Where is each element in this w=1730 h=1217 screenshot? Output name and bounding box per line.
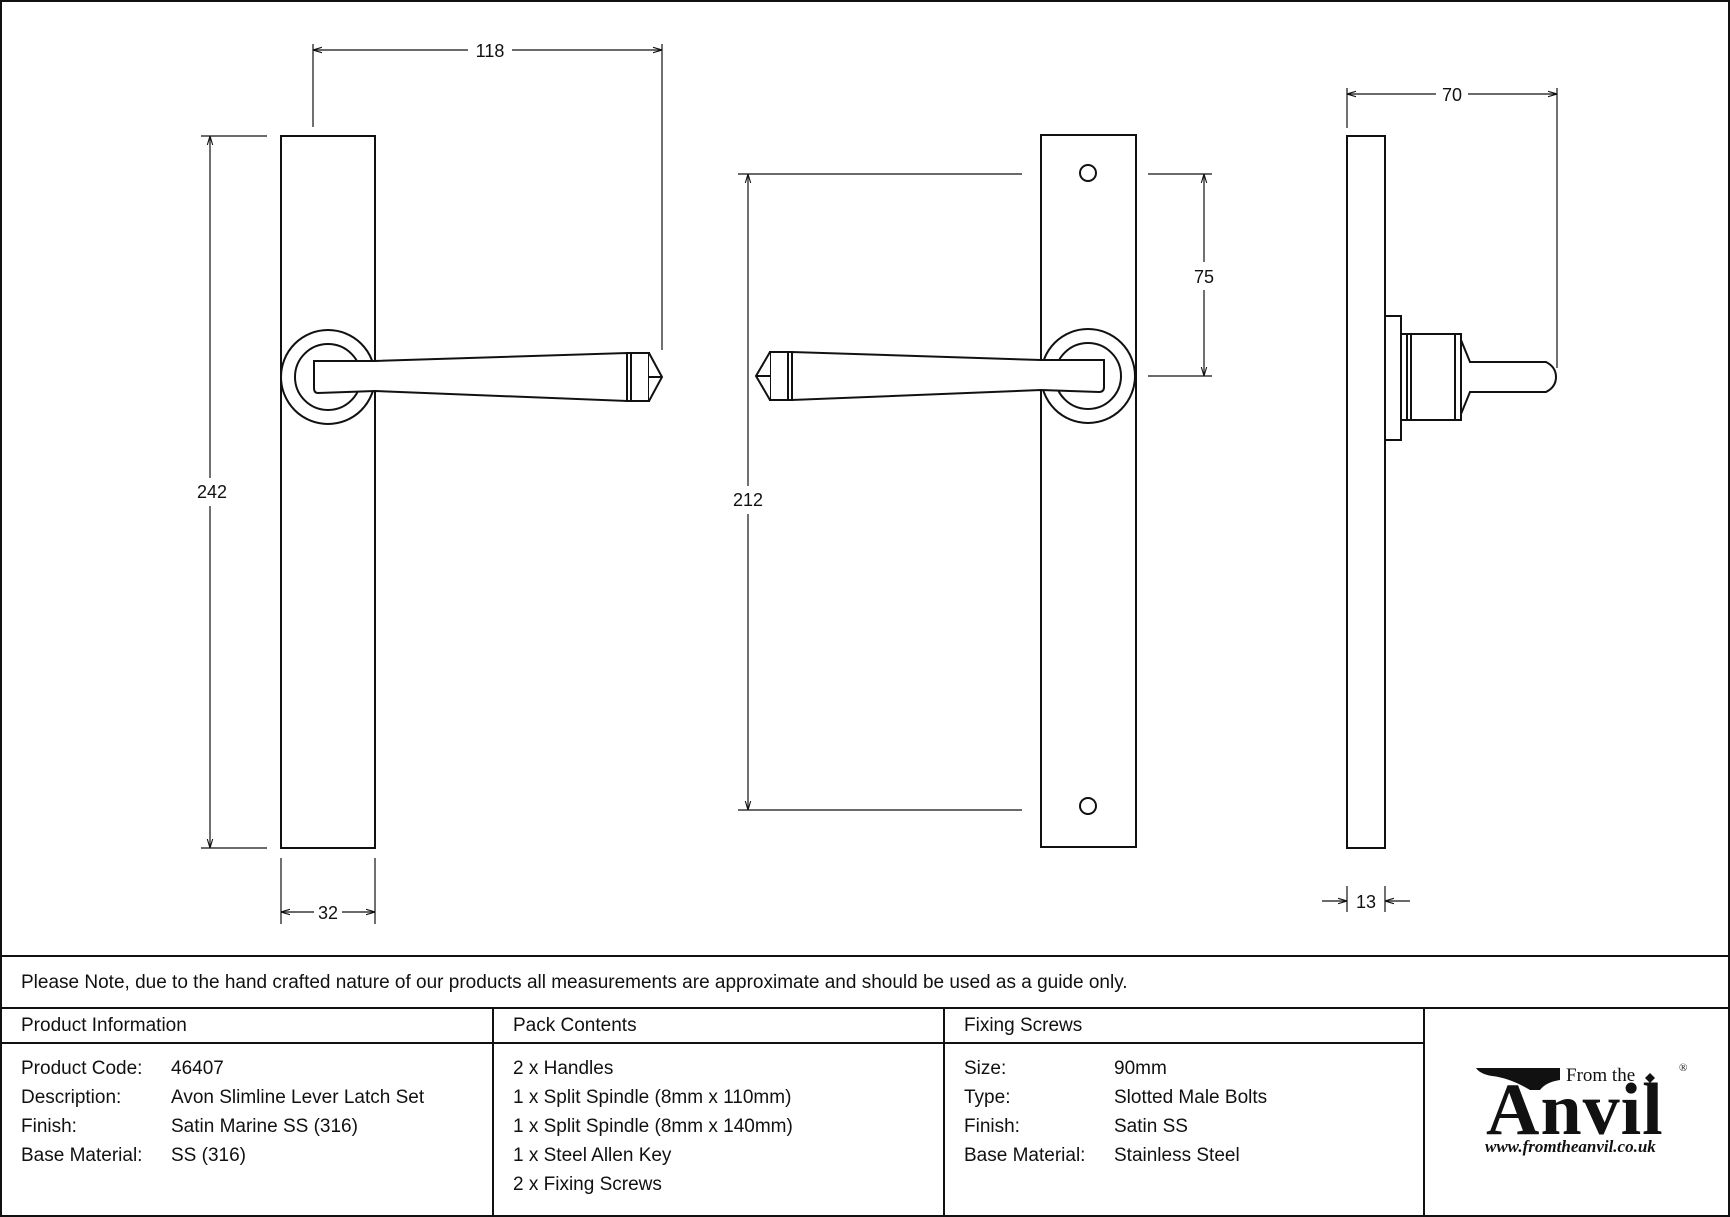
- dim-label-13: 13: [1356, 892, 1376, 912]
- side-rose: [1384, 315, 1402, 441]
- rear-fixing-hole-bottom: [1079, 797, 1097, 815]
- screw-size-label: Size:: [964, 1058, 1007, 1079]
- pack-item: 1 x Split Spindle (8mm x 140mm): [513, 1116, 793, 1137]
- pack-item: 1 x Steel Allen Key: [513, 1145, 672, 1166]
- dim-label-212: 212: [733, 490, 763, 510]
- screw-finish-label: Finish:: [964, 1116, 1020, 1137]
- finish-label: Finish:: [21, 1116, 77, 1137]
- fixing-screws-header: Fixing Screws: [964, 1015, 1083, 1036]
- dim-label-242: 242: [197, 482, 227, 502]
- rear-fixing-hole-top: [1079, 164, 1097, 182]
- base-material-value: SS (316): [171, 1145, 246, 1166]
- dim-label-32: 32: [318, 903, 338, 923]
- side-dimensions: [1322, 88, 1558, 912]
- description-label: Description:: [21, 1087, 122, 1108]
- pack-contents-header: Pack Contents: [513, 1015, 637, 1036]
- logo-diamond-icon: [1645, 1073, 1655, 1083]
- rear-dimensions: [738, 173, 1212, 811]
- rear-view: [754, 134, 1137, 848]
- anvil-logo-icon: [1476, 1068, 1560, 1090]
- pack-item: 2 x Fixing Screws: [513, 1174, 662, 1195]
- screw-material-label: Base Material:: [964, 1145, 1086, 1166]
- front-dimensions: [201, 44, 663, 924]
- side-view: [1346, 135, 1558, 849]
- front-view: [280, 135, 664, 849]
- side-lever: [1460, 339, 1558, 415]
- side-backplate: [1346, 135, 1386, 849]
- screw-type-value: Slotted Male Bolts: [1114, 1087, 1268, 1108]
- dim-label-118: 118: [476, 41, 505, 61]
- screw-material-value: Stainless Steel: [1114, 1145, 1240, 1166]
- dim-label-75: 75: [1194, 267, 1214, 287]
- product-code-value: 46407: [171, 1058, 224, 1079]
- logo-registered-mark: ®: [1679, 1062, 1688, 1074]
- info-table-grid: [1, 955, 1729, 1216]
- screw-type-label: Type:: [964, 1087, 1011, 1108]
- dim-label-70: 70: [1442, 85, 1462, 105]
- screw-finish-value: Satin SS: [1114, 1116, 1188, 1137]
- finish-value: Satin Marine SS (316): [171, 1116, 358, 1137]
- logo-url: www.fromtheanvil.co.uk: [1485, 1137, 1656, 1156]
- product-code-label: Product Code:: [21, 1058, 143, 1079]
- pack-item: 2 x Handles: [513, 1058, 614, 1079]
- screw-size-value: 90mm: [1114, 1058, 1167, 1079]
- rear-backplate: [1040, 134, 1137, 848]
- side-neck: [1400, 333, 1462, 421]
- front-backplate: [280, 135, 376, 849]
- disclaimer-note: Please Note, due to the hand crafted nat…: [21, 972, 1128, 993]
- logo-anvil-wordmark: Anvil: [1486, 1069, 1664, 1151]
- product-info-header: Product Information: [21, 1015, 187, 1036]
- base-material-label: Base Material:: [21, 1145, 143, 1166]
- description-value: Avon Slimline Lever Latch Set: [171, 1087, 425, 1108]
- pack-item: 1 x Split Spindle (8mm x 110mm): [513, 1087, 792, 1108]
- logo-from-the: From the: [1566, 1065, 1636, 1086]
